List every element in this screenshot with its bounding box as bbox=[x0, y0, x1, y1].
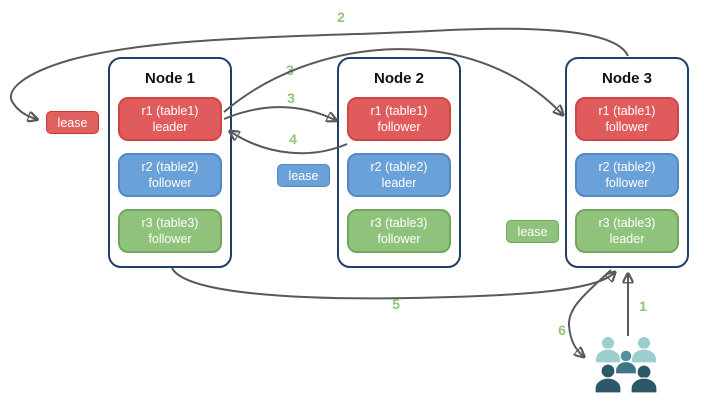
arrow-step3-leader-to-node2-follower bbox=[223, 106, 335, 120]
user-middle-icon bbox=[614, 349, 638, 375]
replica-name: r2 (table2) bbox=[141, 159, 199, 174]
replica-node1-r3: r3 (table3) follower bbox=[118, 209, 222, 253]
lease-badge-r2: lease bbox=[277, 164, 330, 187]
node-card-2: Node 2 r1 (table1) follower r2 (table2) … bbox=[337, 57, 461, 268]
replica-role: follower bbox=[377, 120, 421, 134]
replica-role: leader bbox=[609, 232, 645, 246]
arrow-step5-node1-to-node3 bbox=[171, 267, 614, 300]
replica-node3-r3: r3 (table3) leader bbox=[575, 209, 679, 253]
node-title: Node 3 bbox=[601, 70, 652, 87]
replica-role: follower bbox=[148, 232, 192, 246]
arrow-step6-node3-to-users bbox=[567, 269, 612, 356]
user-front-right-icon bbox=[630, 364, 658, 394]
replica-name: r2 (table2) bbox=[370, 159, 428, 174]
replica-role: follower bbox=[377, 232, 421, 246]
lease-badge-r1: lease bbox=[46, 111, 99, 134]
step-label-3b: 3 bbox=[287, 90, 295, 106]
replica-name: r3 (table3) bbox=[141, 215, 199, 230]
replica-name: r1 (table1) bbox=[370, 103, 428, 118]
node-title: Node 1 bbox=[144, 70, 195, 87]
replica-role: follower bbox=[605, 176, 649, 190]
step-label-3a: 3 bbox=[286, 62, 294, 78]
replica-role: leader bbox=[381, 176, 417, 190]
replica-role: leader bbox=[152, 120, 188, 134]
step-label-4: 4 bbox=[289, 131, 297, 147]
node-card-1: Node 1 r1 (table1) leader r2 (table2) fo… bbox=[108, 57, 232, 268]
node-card-3: Node 3 r1 (table1) follower r2 (table2) … bbox=[565, 57, 689, 268]
replica-node1-r2: r2 (table2) follower bbox=[118, 153, 222, 197]
lease-badge-r3: lease bbox=[506, 220, 559, 243]
replica-name: r2 (table2) bbox=[598, 159, 656, 174]
replica-node3-r2: r2 (table2) follower bbox=[575, 153, 679, 197]
user-back-right-icon bbox=[630, 335, 658, 364]
replica-name: r3 (table3) bbox=[598, 215, 656, 230]
step-label-2: 2 bbox=[337, 9, 345, 25]
replica-role: follower bbox=[148, 176, 192, 190]
replica-node2-r3: r3 (table3) follower bbox=[347, 209, 451, 253]
step-label-6: 6 bbox=[558, 322, 566, 338]
user-back-left-icon bbox=[594, 335, 622, 364]
users-group-icon bbox=[594, 335, 658, 394]
replica-node2-r1: r1 (table1) follower bbox=[347, 97, 451, 141]
replica-name: r1 (table1) bbox=[141, 103, 199, 118]
user-front-left-icon bbox=[594, 363, 622, 394]
replica-name: r1 (table1) bbox=[598, 103, 656, 118]
replica-node1-r1: r1 (table1) leader bbox=[118, 97, 222, 141]
node-title: Node 2 bbox=[373, 70, 424, 87]
step-label-5: 5 bbox=[392, 296, 400, 312]
replica-name: r3 (table3) bbox=[370, 215, 428, 230]
step-label-1: 1 bbox=[639, 298, 647, 314]
arrow-step2-node3-to-lease bbox=[10, 27, 629, 119]
replica-node2-r2: r2 (table2) leader bbox=[347, 153, 451, 197]
replica-node3-r1: r1 (table1) follower bbox=[575, 97, 679, 141]
replica-role: follower bbox=[605, 120, 649, 134]
